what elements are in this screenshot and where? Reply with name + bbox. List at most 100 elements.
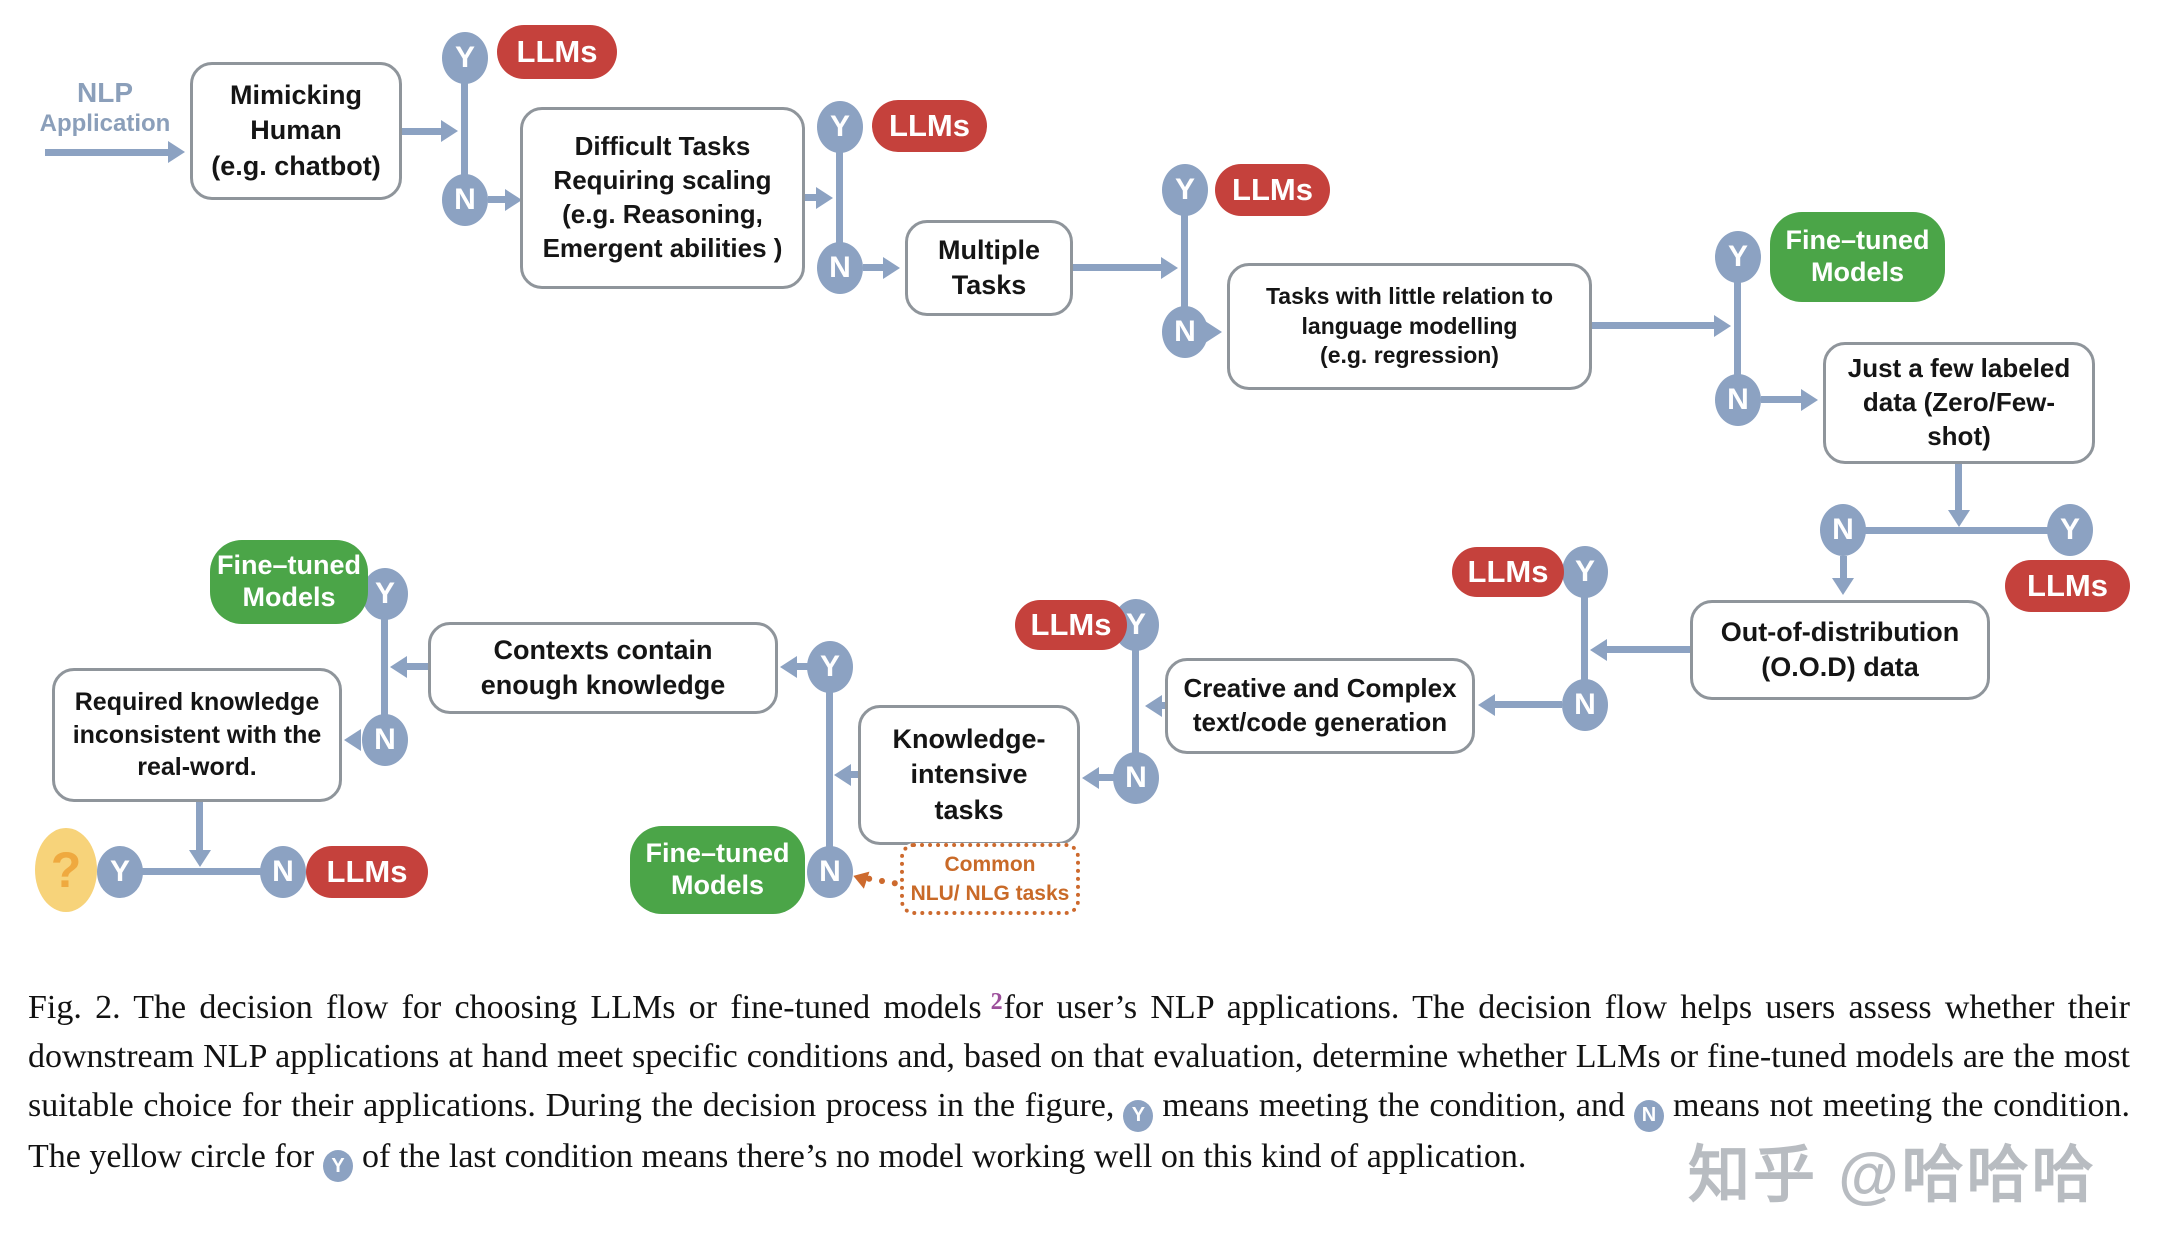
arrowhead (1590, 639, 1607, 661)
caption-segment: means not meeting the condition. The yel… (28, 1087, 2130, 1175)
yes-circle: Y (362, 568, 408, 620)
arrowhead (780, 656, 797, 678)
llms-pill: LLMs (1215, 164, 1330, 216)
fine-tuned-pill: Fine–tuned Models (1770, 212, 1945, 302)
caption-segment: of the last condition means there’s no m… (362, 1137, 1527, 1175)
connector-line (836, 127, 843, 268)
node-multiple-tasks: Multiple Tasks (905, 220, 1073, 316)
no-circle: N (260, 846, 306, 898)
caption-segment: Fig. 2. The decision flow for choosing L… (28, 989, 982, 1026)
yes-circle: Y (97, 846, 143, 898)
connector-line (1132, 625, 1139, 778)
connector-line (381, 594, 388, 740)
connector-line (407, 663, 429, 670)
no-circle: N (1113, 752, 1159, 804)
footnote-ref: 2 (990, 989, 1003, 1015)
arrowhead (883, 257, 900, 279)
connector-line (1843, 527, 2070, 534)
arrowhead (1801, 389, 1818, 411)
no-circle: N (1162, 306, 1208, 358)
llms-pill: LLMs (2005, 560, 2130, 612)
yes-circle: Y (442, 32, 488, 84)
node-few-labeled-data: Just a few labeled data (Zero/Few- shot) (1823, 342, 2095, 464)
no-badge-inline: N (1634, 1099, 1665, 1132)
no-circle: N (817, 242, 863, 294)
caption-segment: for user’s NLP applications. The decisio… (28, 989, 2131, 1124)
arrowhead (1205, 321, 1222, 343)
dotted-connector-line (865, 875, 899, 887)
connector-line (402, 128, 441, 135)
yes-circle: Y (2047, 504, 2093, 556)
connector-line (1581, 572, 1588, 705)
connector-line (1734, 257, 1741, 400)
connector-line (1761, 396, 1801, 403)
llms-pill: LLMs (872, 100, 987, 152)
connector-line (851, 771, 859, 778)
entry-label-line2: Application (39, 109, 171, 137)
yes-circle: Y (817, 101, 863, 153)
yes-circle: Y (1715, 231, 1761, 283)
connector-line (120, 868, 283, 875)
connector-line (1495, 701, 1562, 708)
connector-line (805, 194, 816, 201)
no-circle: N (362, 714, 408, 766)
arrowhead (1082, 767, 1099, 789)
arrowhead (1478, 694, 1495, 716)
connector-line (863, 264, 883, 271)
connector-line (1162, 702, 1167, 709)
llms-pill: LLMs (1015, 600, 1127, 650)
entry-label: NLP Application (30, 76, 180, 138)
arrowhead (816, 187, 833, 209)
no-circle: N (807, 846, 853, 898)
yes-badge-inline: Y (323, 1150, 354, 1182)
llms-pill: LLMs (1452, 547, 1564, 597)
connector-line (1592, 322, 1714, 329)
node-creative-generation: Creative and Complex text/code generatio… (1165, 658, 1475, 754)
connector-line (488, 196, 505, 203)
arrowhead (441, 120, 458, 142)
node-mimicking-human: Mimicking Human (e.g. chatbot) (190, 62, 402, 200)
arrowhead (1948, 510, 1970, 527)
caption-segment: means meeting the condition, and (1162, 1087, 1626, 1124)
arrowhead (390, 656, 407, 678)
yes-badge-inline: Y (1123, 1099, 1154, 1132)
connector-line (1099, 774, 1114, 781)
connector-line (1955, 464, 1962, 510)
connector-line (1607, 646, 1691, 653)
llms-pill: LLMs (306, 846, 428, 898)
node-required-knowledge: Required knowledge inconsistent with the… (52, 668, 342, 802)
connector-line (797, 663, 808, 670)
figure-caption: Fig. 2. The decision flow for choosing L… (28, 978, 2130, 1182)
connector-line (461, 58, 468, 200)
node-ood-data: Out-of-distribution (O.O.D) data (1690, 600, 1990, 700)
arrowhead (344, 729, 361, 751)
node-contexts-knowledge: Contexts contain enough knowledge (428, 622, 778, 714)
no-circle: N (442, 174, 488, 226)
llms-pill: LLMs (497, 25, 617, 79)
arrowhead (1161, 257, 1178, 279)
arrowhead (834, 764, 851, 786)
no-circle: N (1562, 679, 1608, 731)
common-nlu-nlg-note: Common NLU/ NLG tasks (900, 843, 1080, 915)
connector-line (196, 802, 203, 850)
fine-tuned-pill: Fine–tuned Models (210, 540, 368, 624)
node-knowledge-intensive: Knowledge- intensive tasks (858, 705, 1080, 845)
yes-circle: Y (1562, 546, 1608, 598)
arrowhead (1714, 315, 1731, 337)
connector-line (1840, 556, 1847, 578)
no-circle: N (1715, 374, 1761, 426)
connector-line (826, 667, 833, 872)
arrowhead (168, 141, 185, 163)
connector-line (1073, 264, 1161, 271)
no-circle: N (1820, 504, 1866, 556)
connector-line (1181, 190, 1188, 332)
question-mark-circle: ? (35, 828, 97, 912)
entry-label-line1: NLP (77, 77, 133, 108)
dotted-arrowhead (850, 867, 870, 889)
arrowhead (505, 189, 522, 211)
yes-circle: Y (807, 641, 853, 693)
fine-tuned-pill: Fine–tuned Models (630, 826, 805, 914)
arrowhead (1832, 578, 1854, 595)
node-difficult-tasks: Difficult Tasks Requiring scaling (e.g. … (520, 107, 805, 289)
decision-flow-diagram: NLP Application Mimicking Human (e.g. ch… (30, 25, 2130, 915)
